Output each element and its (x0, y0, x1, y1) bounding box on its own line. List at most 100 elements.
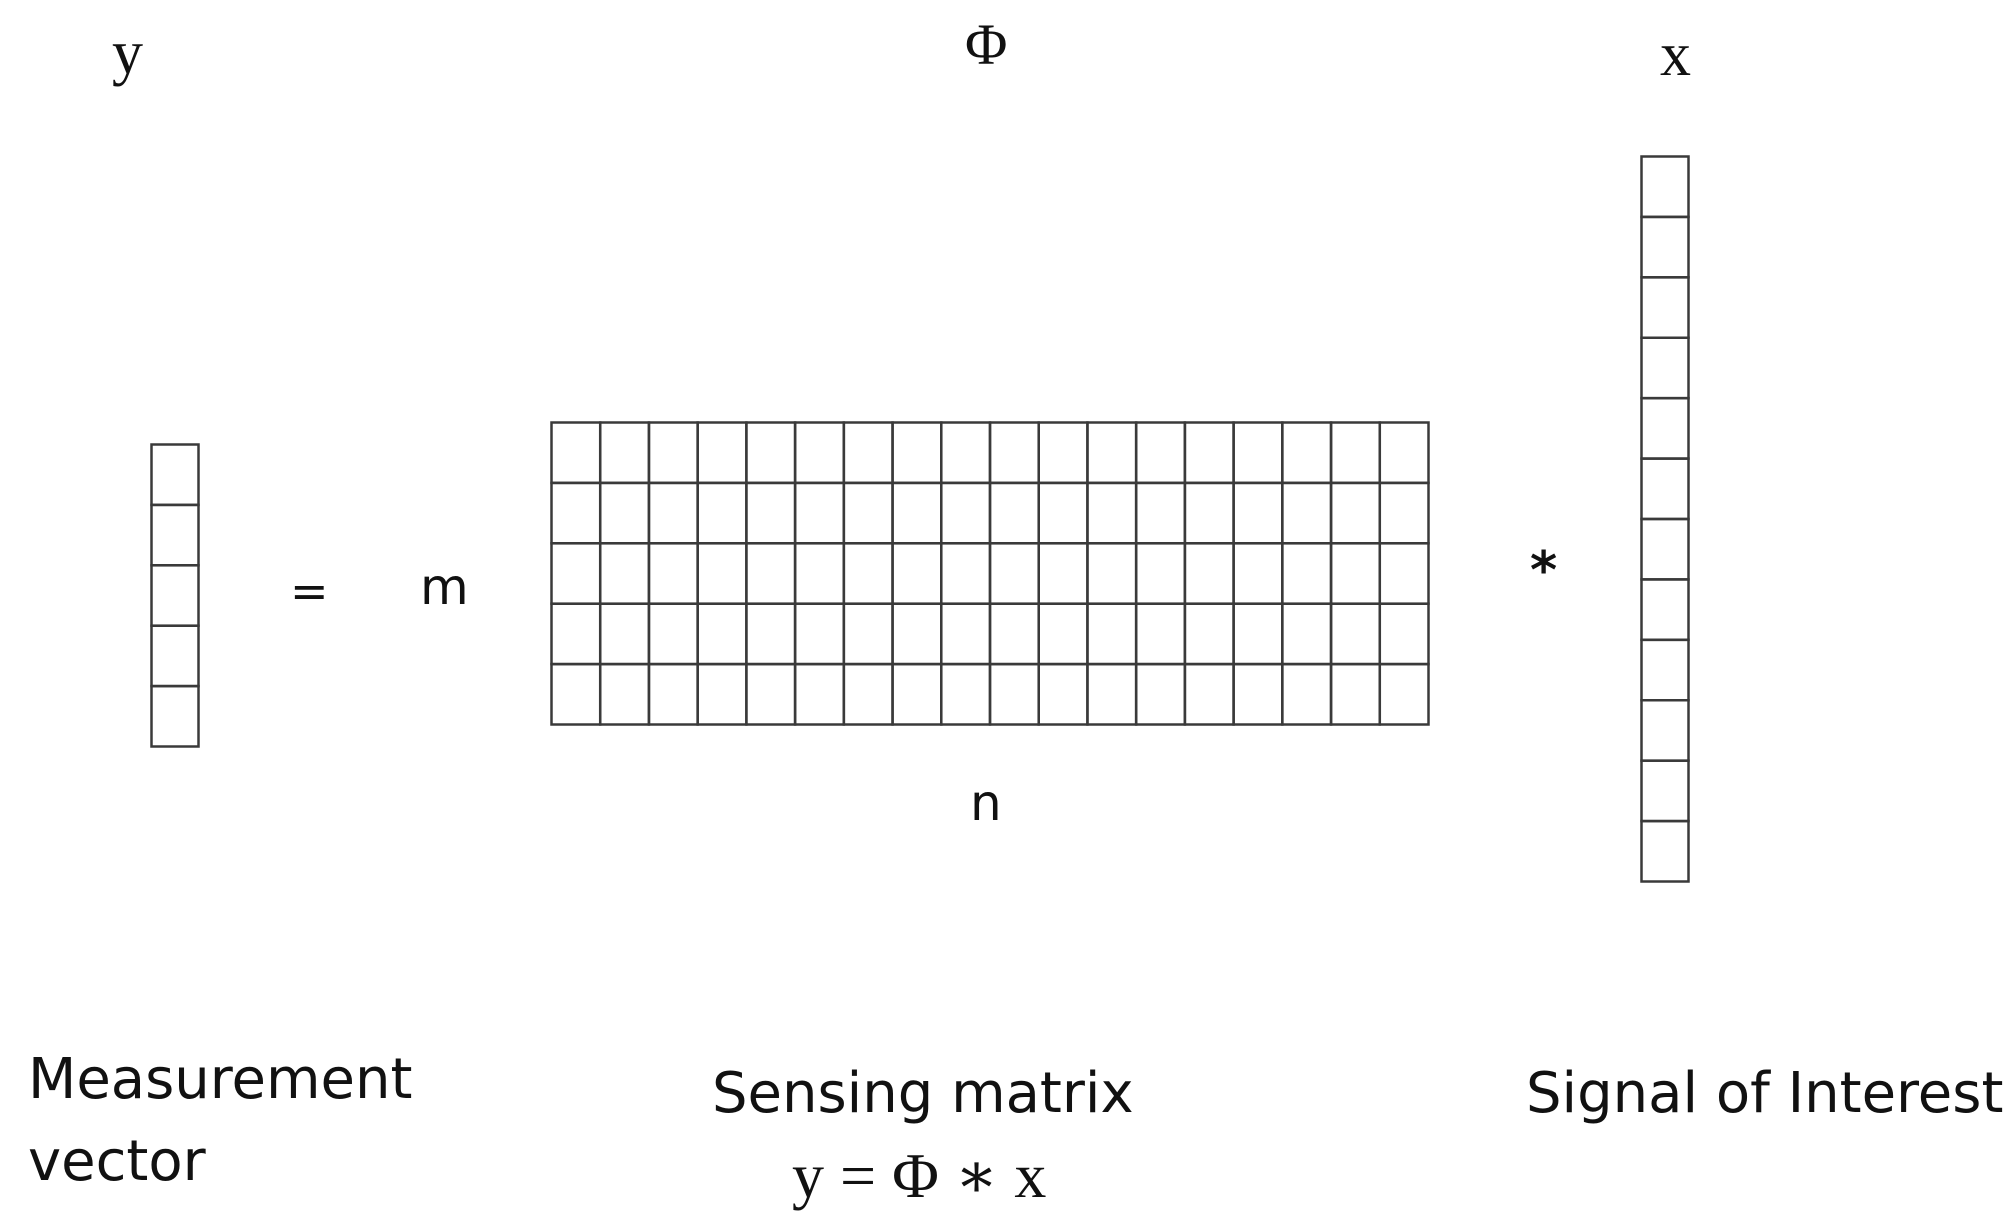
grid-cell (1086, 602, 1138, 666)
grid-cell (1037, 542, 1089, 605)
grid-cell (598, 421, 651, 485)
grid-cell (1378, 481, 1430, 545)
signal-vector-svg (1640, 155, 1690, 883)
grid-cell (940, 481, 992, 545)
grid-cell (891, 421, 943, 485)
rows-label-m: m (420, 558, 469, 616)
grid-cell (988, 421, 1040, 485)
measurement-vector-svg (150, 443, 200, 748)
grid-cell (940, 662, 992, 726)
grid-cell (1640, 276, 1690, 340)
x-symbol: x (1660, 21, 1691, 89)
grid-cell (598, 542, 651, 605)
grid-cell (150, 684, 200, 748)
grid-cell (1640, 215, 1690, 279)
grid-cell (598, 602, 651, 666)
signal-of-interest-caption: Signal of Interest (1526, 1061, 2004, 1126)
grid-cell (1640, 578, 1690, 642)
grid-cell (1232, 481, 1284, 545)
grid-cell (1640, 517, 1690, 581)
grid-cell (1183, 421, 1235, 485)
sensing-matrix-caption: Sensing matrix (712, 1061, 1134, 1126)
grid-cell (550, 662, 602, 726)
sensing-matrix (550, 421, 1430, 726)
grid-cell (842, 602, 894, 666)
grid-cell (988, 542, 1040, 605)
measurement-vector-caption-line2: vector (28, 1129, 206, 1194)
grid-cell (940, 602, 992, 666)
grid-cell (1329, 421, 1382, 485)
grid-cell (696, 662, 748, 726)
grid-cell (647, 421, 699, 485)
grid-cell (1640, 638, 1690, 702)
phi-symbol: Φ (965, 12, 1008, 77)
grid-cell (1329, 662, 1382, 726)
grid-cell (745, 421, 797, 485)
grid-cell (550, 602, 602, 666)
grid-cell (891, 542, 943, 605)
grid-cell (793, 421, 846, 485)
grid-cell (150, 443, 200, 507)
grid-cell (1183, 542, 1235, 605)
grid-cell (696, 421, 748, 485)
grid-cell (793, 662, 846, 726)
measurement-vector (150, 443, 200, 748)
grid-cell (1037, 481, 1089, 545)
grid-cell (1037, 662, 1089, 726)
grid-cell (793, 481, 846, 545)
grid-cell (1281, 421, 1333, 485)
grid-cell (647, 481, 699, 545)
sensing-matrix-svg (550, 421, 1430, 726)
grid-cell (1281, 542, 1333, 605)
grid-cell (1232, 542, 1284, 605)
grid-cell (696, 481, 748, 545)
grid-cell (550, 481, 602, 545)
grid-cell (1640, 336, 1690, 400)
grid-cell (1329, 481, 1382, 545)
grid-cell (150, 503, 200, 567)
y-symbol: y (112, 19, 143, 87)
grid-cell (150, 624, 200, 688)
grid-cell (745, 542, 797, 605)
grid-cell (1086, 481, 1138, 545)
grid-cell (1183, 662, 1235, 726)
grid-cell (1134, 602, 1187, 666)
grid-cell (745, 602, 797, 666)
grid-cell (1640, 155, 1690, 219)
grid-cell (1378, 542, 1430, 605)
grid-cell (550, 542, 602, 605)
grid-cell (891, 481, 943, 545)
columns-label-n: n (970, 774, 1002, 832)
grid-cell (1037, 421, 1089, 485)
grid-cell (647, 542, 699, 605)
grid-cell (1134, 481, 1187, 545)
grid-cell (842, 662, 894, 726)
grid-cell (1281, 602, 1333, 666)
grid-cell (696, 602, 748, 666)
grid-cell (1640, 396, 1690, 460)
grid-cell (1086, 421, 1138, 485)
grid-cell (1640, 457, 1690, 521)
grid-cell (1378, 602, 1430, 666)
grid-cell (550, 421, 602, 485)
grid-cell (1640, 699, 1690, 762)
signal-vector (1640, 155, 1690, 883)
grid-cell (150, 564, 200, 627)
grid-cell (647, 602, 699, 666)
grid-cell (1640, 759, 1690, 823)
grid-cell (745, 481, 797, 545)
grid-cell (1232, 602, 1284, 666)
grid-cell (1086, 542, 1138, 605)
grid-cell (1329, 542, 1382, 605)
grid-cell (1183, 602, 1235, 666)
equation: y = Φ ∗ x (792, 1140, 1047, 1211)
grid-cell (1086, 662, 1138, 726)
grid-cell (1640, 819, 1690, 883)
grid-cell (891, 662, 943, 726)
grid-cell (647, 662, 699, 726)
grid-cell (1281, 481, 1333, 545)
measurement-vector-caption-line1: Measurement (28, 1047, 413, 1112)
grid-cell (988, 662, 1040, 726)
grid-cell (1232, 421, 1284, 485)
